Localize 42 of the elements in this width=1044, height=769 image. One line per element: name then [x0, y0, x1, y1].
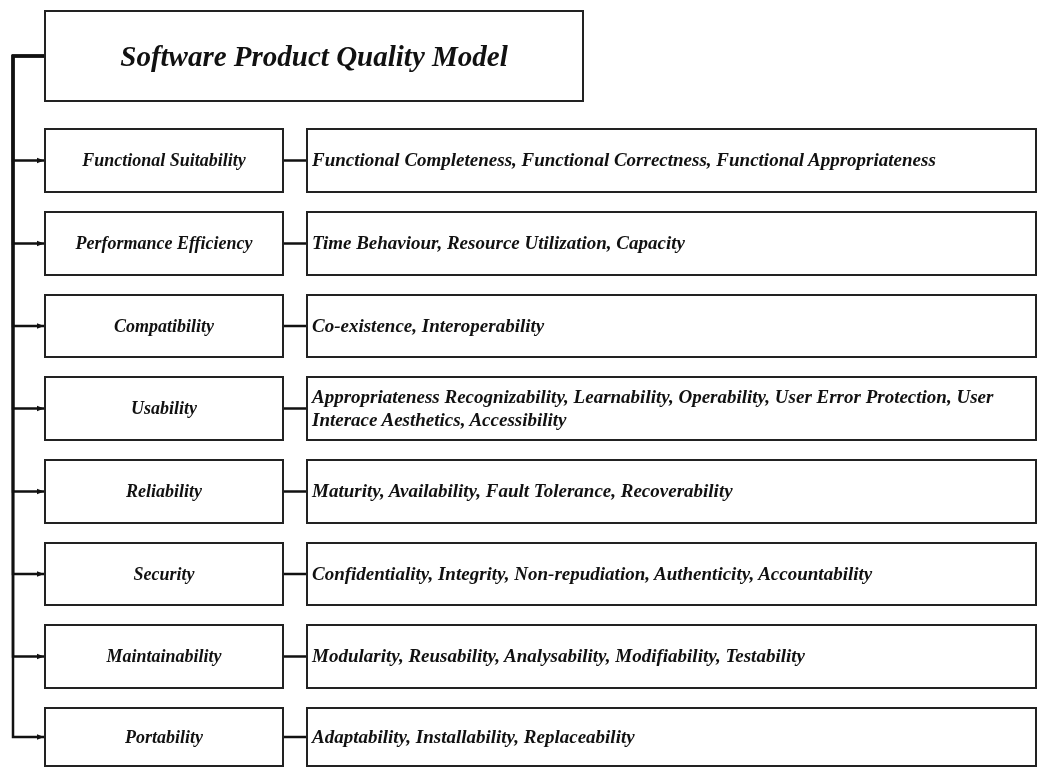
characteristic-box: [44, 459, 284, 524]
characteristic-label: Maintainability: [106, 646, 222, 667]
sub-characteristics-text: Maturity, Availability, Fault Tolerance, Recoverability: [312, 480, 733, 503]
connector-line: [284, 159, 306, 162]
characteristic-label: Functional Suitability: [82, 150, 246, 171]
sub-characteristics-text: Time Behaviour, Resource Utilization, Capacity: [312, 232, 685, 255]
characteristic-box: [44, 376, 284, 441]
model-title-box: [44, 10, 584, 102]
sub-characteristics-text: Functional Completeness, Functional Correctness, Functional Appropriateness: [312, 149, 936, 172]
characteristic-box: [44, 707, 284, 767]
characteristic-label: Reliability: [126, 481, 202, 502]
sub-characteristics-box: [306, 624, 1037, 689]
sub-characteristics-box: [306, 128, 1037, 193]
connector-line: [284, 407, 306, 410]
characteristic-label: Compatibility: [114, 315, 214, 337]
sub-characteristics-box: [306, 459, 1037, 524]
connector-line: [284, 242, 306, 245]
characteristic-box: [44, 211, 284, 276]
sub-characteristics-box: [306, 294, 1037, 358]
model-title: Software Product Quality Model: [120, 39, 508, 73]
connector-line: [284, 324, 306, 328]
sub-characteristics-text: Confidentiality, Integrity, Non-repudiation, Authenticity, Accountability: [312, 562, 873, 586]
connector-line: [284, 572, 306, 576]
sub-characteristics-text: Appropriateness Recognizability, Learnability, Operability, User Error Protection, User Interace Aesthetics, Accessibility: [312, 385, 995, 432]
characteristic-label: Security: [133, 563, 195, 585]
sub-characteristics-box: [306, 542, 1037, 606]
characteristic-box: [44, 624, 284, 689]
characteristic-box: [44, 542, 284, 606]
sub-characteristics-box: [306, 211, 1037, 276]
characteristic-label: Usability: [131, 398, 197, 419]
sub-characteristics-text: Co-existence, Interoperability: [312, 314, 545, 338]
sub-characteristics-text: Adaptability, Installability, Replaceability: [312, 725, 635, 749]
connector-line: [284, 490, 306, 493]
characteristic-box: [44, 128, 284, 193]
sub-characteristics-text: Modularity, Reusability, Analysability, Modifiability, Testability: [312, 645, 805, 668]
characteristic-label: Performance Efficiency: [75, 233, 253, 254]
characteristic-box: [44, 294, 284, 358]
connector-line: [284, 655, 306, 658]
sub-characteristics-box: [306, 376, 1037, 441]
characteristic-label: Portability: [125, 726, 203, 748]
connector-line: [284, 735, 306, 739]
sub-characteristics-box: [306, 707, 1037, 767]
